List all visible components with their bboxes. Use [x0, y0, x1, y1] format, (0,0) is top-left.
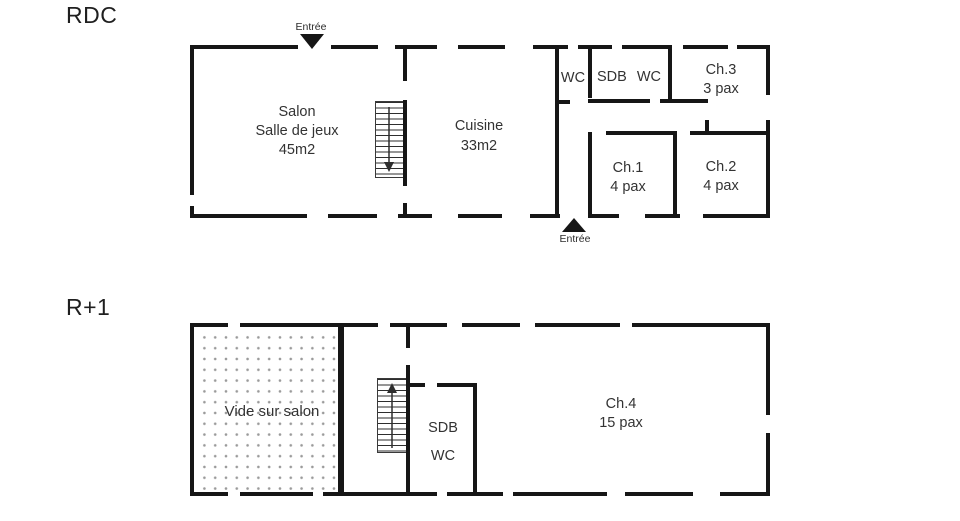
entrance-label-top: Entrée — [295, 21, 327, 33]
ch4-capacity: 15 pax — [599, 415, 643, 431]
room-label-ch1: Ch.1 4 pax — [610, 159, 645, 197]
ch3-name: Ch.3 — [705, 62, 737, 78]
entrance-label-bottom: Entrée — [559, 233, 591, 245]
ch3-capacity: 3 pax — [703, 81, 739, 97]
room-label-sdb-wc: SDB WC — [597, 68, 661, 87]
salon-subname: Salle de jeux — [255, 123, 339, 139]
sdb-r1-name: SDB — [428, 420, 458, 436]
cuisine-area: 33m2 — [460, 138, 498, 154]
entrance-arrow-bottom-icon — [562, 218, 586, 232]
room-label-sdb-r1: SDB WC — [428, 414, 458, 470]
ch2-capacity: 4 pax — [703, 178, 739, 194]
ch1-capacity: 4 pax — [610, 179, 646, 195]
sdb-wc-sdb: SDB — [597, 69, 627, 85]
room-label-ch3: Ch.3 3 pax — [703, 61, 738, 99]
staircase-r1 — [377, 378, 407, 453]
salon-area: 45m2 — [278, 142, 316, 158]
ch1-name: Ch.1 — [612, 160, 644, 176]
ch4-name: Ch.4 — [605, 396, 637, 412]
room-label-salon: Salon Salle de jeux 45m2 — [255, 103, 338, 160]
floor-title-rdc: RDC — [66, 2, 118, 28]
room-label-ch2: Ch.2 4 pax — [703, 158, 738, 196]
ch2-name: Ch.2 — [705, 159, 737, 175]
room-label-cuisine: Cuisine 33m2 — [455, 116, 503, 156]
sdb-r1-subname: WC — [430, 448, 456, 464]
room-label-vide-sur-salon: Vide sur salon — [224, 403, 320, 420]
floor-title-r1: R+1 — [66, 294, 111, 320]
salon-name: Salon — [278, 104, 316, 120]
entrance-arrow-top-icon — [300, 34, 324, 49]
sdb-wc-wc: WC — [636, 69, 661, 85]
cuisine-name: Cuisine — [454, 118, 504, 134]
room-label-wc: WC — [560, 70, 586, 86]
staircase-rdc — [375, 101, 404, 178]
room-label-ch4: Ch.4 15 pax — [599, 395, 643, 433]
